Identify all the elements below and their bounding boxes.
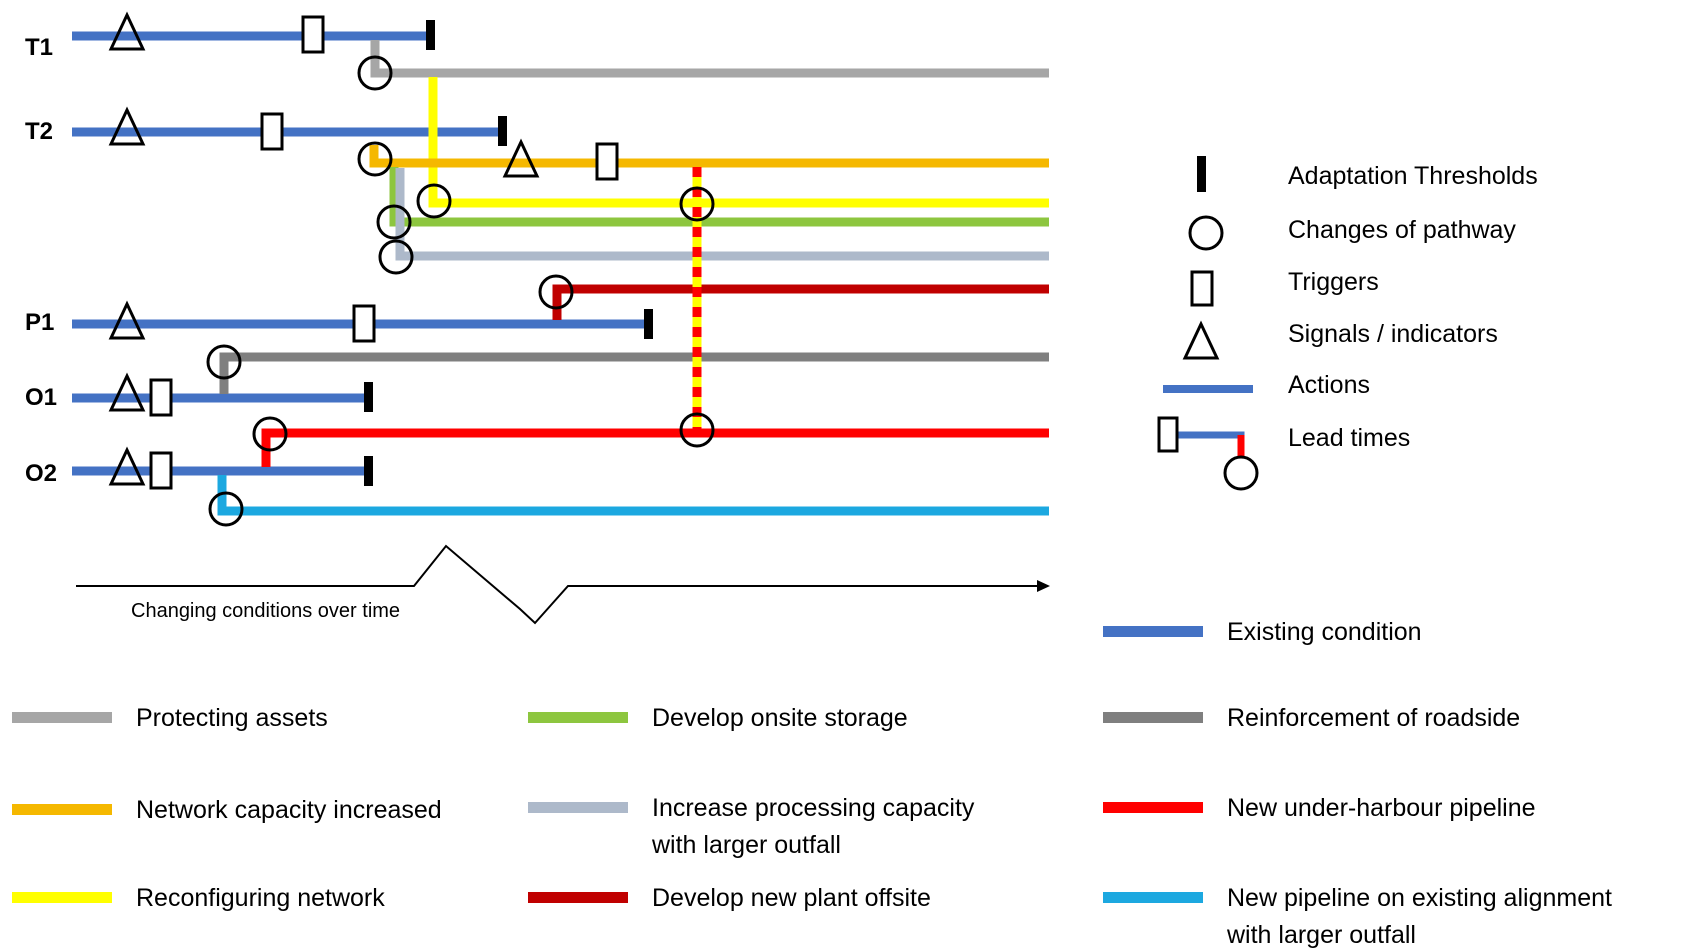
legend-label-reconfig: Reconfiguring network	[136, 884, 385, 912]
thresholds	[364, 20, 653, 486]
pathway-reconfiguring-network	[428, 77, 1049, 208]
trigger-icon-o1	[149, 378, 173, 417]
time-axis: Changing conditions over time	[76, 544, 1050, 625]
legend-swatch-alignment	[1103, 892, 1203, 903]
pathway-new-plant-offsite	[552, 284, 1049, 320]
legend-change-label: Changes of pathway	[1288, 216, 1516, 244]
legend-label-plant: Develop new plant offsite	[652, 884, 931, 912]
pathway-changes	[206, 55, 715, 527]
legend-trigger-icon	[1190, 270, 1214, 307]
row-label-o2: O2	[25, 460, 57, 487]
legend-label-processing: Increase processing capacity	[652, 794, 975, 822]
row-label-t2: T2	[25, 118, 53, 145]
threshold-marker-o2	[364, 456, 373, 486]
legend-label-protect: Protecting assets	[136, 704, 328, 732]
axis-arrow-icon	[1037, 580, 1050, 592]
change-circle-icon	[416, 183, 452, 219]
row-label-t1: T1	[25, 34, 53, 61]
signal-icon-t1	[108, 11, 146, 51]
trigger-icon-p1	[352, 304, 376, 343]
row-label-p1: P1	[25, 309, 54, 336]
change-circle-icon	[538, 274, 574, 310]
signal-icon-p1	[108, 300, 146, 340]
change-circle-icon	[679, 412, 715, 448]
change-circle-icon	[679, 186, 715, 222]
trigger-icon-t2-b	[595, 142, 619, 181]
legend-swatch-existing	[1103, 626, 1203, 637]
legend-label-alignment: New pipeline on existing alignment	[1227, 884, 1612, 912]
legend-swatch-network	[12, 804, 112, 815]
pathway-existing-alignment	[217, 475, 1049, 516]
symbol-legend: Adaptation Thresholds Changes of pathway…	[1157, 156, 1538, 491]
legend-label-network: Network capacity increased	[136, 796, 442, 824]
legend-swatch-protect	[12, 712, 112, 723]
legend-signal-icon	[1182, 320, 1220, 360]
pathway-lines	[72, 31, 1049, 516]
change-circle-icon	[376, 204, 412, 240]
pathway-under-harbour	[261, 428, 1049, 467]
legend-lead-time-icon	[1157, 416, 1259, 491]
legend-threshold-icon	[1197, 156, 1206, 192]
triggers	[149, 15, 619, 490]
signals	[108, 11, 540, 486]
pathway-onsite-storage	[389, 167, 1049, 227]
change-circle-icon	[357, 141, 393, 177]
change-circle-icon	[206, 344, 242, 380]
threshold-marker-p1	[644, 309, 653, 339]
time-axis-label: Changing conditions over time	[131, 600, 400, 622]
trigger-icon-t1	[301, 15, 325, 54]
legend-trigger-label: Triggers	[1288, 268, 1379, 296]
legend-action-label: Actions	[1288, 371, 1370, 399]
change-circle-icon	[252, 416, 288, 452]
legend-threshold-label: Adaptation Thresholds	[1288, 162, 1538, 190]
legend-label-harbour: New under-harbour pipeline	[1227, 794, 1536, 822]
trigger-icon-t2	[260, 112, 284, 151]
pathway-protecting-assets	[370, 40, 1049, 78]
trigger-icon-o2	[149, 451, 173, 490]
threshold-marker-o1	[364, 382, 373, 412]
legend-lead-time-label: Lead times	[1288, 424, 1410, 452]
legend-label-processing: with larger outfall	[651, 831, 841, 859]
legend-label-existing: Existing condition	[1227, 618, 1422, 646]
threshold-marker-t2	[498, 116, 507, 146]
threshold-marker-t1	[426, 20, 435, 50]
legend-label-storage: Develop onsite storage	[652, 704, 908, 732]
row-labels: T1 T2 P1 O1 O2	[25, 34, 57, 487]
row-label-o1: O1	[25, 384, 57, 411]
legend-swatch-processing	[528, 802, 628, 813]
legend-swatch-storage	[528, 712, 628, 723]
change-circle-icon	[208, 491, 244, 527]
legend-label-alignment: with larger outfall	[1226, 921, 1416, 949]
signal-icon-o2	[108, 446, 146, 486]
legend-swatch-harbour	[1103, 802, 1203, 813]
legend-label-roadside: Reinforcement of roadside	[1227, 704, 1520, 732]
legend-change-icon	[1188, 215, 1224, 251]
signal-icon-o1	[108, 372, 146, 412]
signal-icon-t2-b	[502, 138, 540, 178]
change-circle-icon	[378, 239, 414, 275]
pathway-processing-capacity	[395, 168, 1049, 261]
legend-signal-label: Signals / indicators	[1288, 320, 1498, 348]
signal-icon-t2	[108, 106, 146, 146]
change-circle-icon	[357, 55, 393, 91]
time-axis-line	[76, 544, 1038, 625]
legend-swatch-plant	[528, 892, 628, 903]
pathway-roadside	[219, 352, 1049, 394]
legend-swatch-roadside	[1103, 712, 1203, 723]
legend-swatch-reconfig	[12, 892, 112, 903]
pathway-network-capacity	[369, 145, 1049, 168]
